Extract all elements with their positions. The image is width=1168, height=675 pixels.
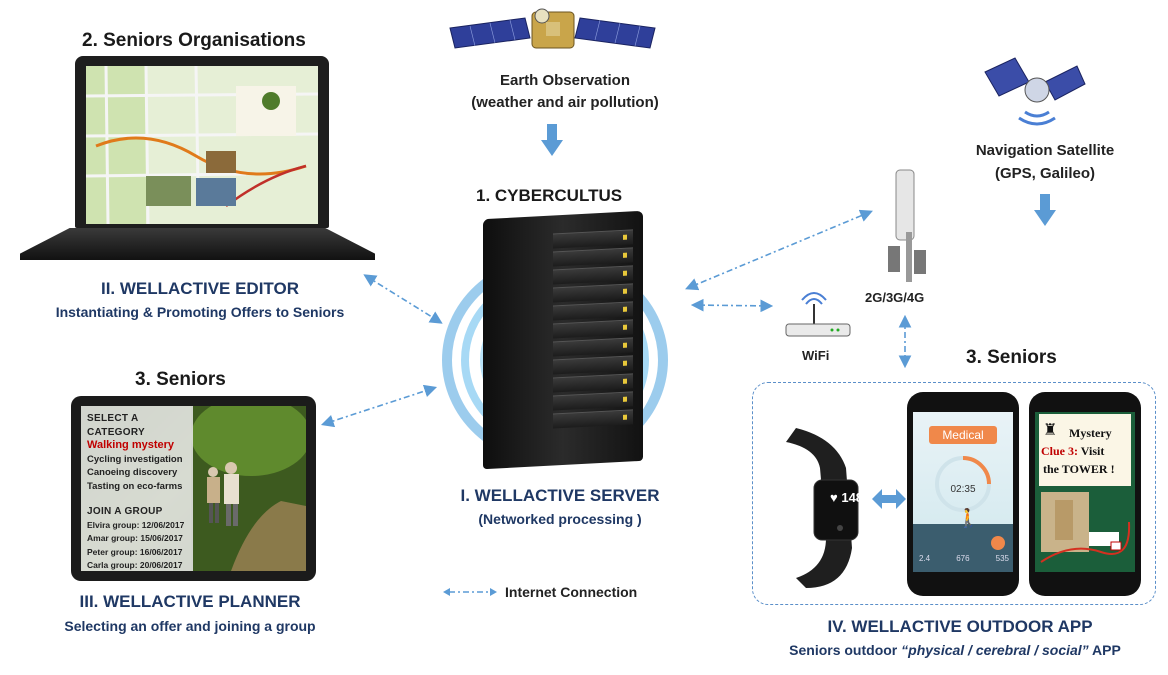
clue-line2: the TOWER ! xyxy=(1043,462,1115,476)
server-title: I. WELLACTIVE SERVER xyxy=(460,486,660,505)
clue-label: Clue 3: xyxy=(1041,444,1078,458)
planner-title: III. WELLACTIVE PLANNER xyxy=(79,592,301,611)
earth-observation-label: Earth Observation xyxy=(499,72,631,89)
group-header: JOIN A GROUP xyxy=(87,506,163,517)
bidirectional-arrow-icon xyxy=(872,489,906,509)
category-item-canoeing[interactable]: Canoeing discovery xyxy=(87,467,178,478)
navigation-satellite-icon xyxy=(984,54,1086,126)
walker-icon: 🚶 xyxy=(957,508,980,528)
phone-mystery-screen: ♜ Mystery Clue 3: Visit the TOWER ! xyxy=(1035,412,1135,572)
group-item-carla[interactable]: Carla group: 20/06/2017 xyxy=(87,560,183,570)
mystery-title: Mystery xyxy=(1069,426,1112,440)
band-heart-rate: ♥ 148 xyxy=(830,490,863,505)
editor-subtitle: Instantiating & Promoting Offers to Seni… xyxy=(55,304,345,320)
stat-distance: 2.4 xyxy=(919,554,931,563)
clue-line1: Clue 3: Visit xyxy=(1041,444,1104,459)
tower-icon: ♜ xyxy=(1043,422,1058,439)
timer-ring xyxy=(935,456,991,512)
outdoor-app-group xyxy=(752,382,1156,605)
server-subtitle: (Networked processing ) xyxy=(478,511,642,527)
wifi-router-icon xyxy=(782,290,854,342)
group-item-amar[interactable]: Amar group: 15/06/2017 xyxy=(87,533,183,543)
band-heart-rate-value: 148 xyxy=(841,490,864,505)
stat-steps: 676 xyxy=(956,554,970,563)
subtitle-italic: “physical / cerebral / social” xyxy=(901,642,1089,658)
cybercultus-heading: 1. CYBERCULTUS xyxy=(476,186,623,205)
legend-internet-connection: Internet Connection xyxy=(505,584,638,600)
category-item-walking[interactable]: Walking mystery xyxy=(87,439,175,451)
activity-stats: 2.4 676 535 xyxy=(919,554,1009,563)
category-header: SELECT A CATEGORY xyxy=(87,413,145,438)
laptop-keyboard xyxy=(20,228,375,260)
subtitle-prefix: Seniors outdoor xyxy=(789,642,902,658)
timer-value: 02:35 xyxy=(950,484,976,495)
clue-card xyxy=(1039,414,1131,486)
heart-icon: ♥ xyxy=(830,490,838,505)
legend-dashed-arrow-icon xyxy=(443,588,497,596)
earth-observation-satellite-icon xyxy=(449,6,660,58)
earth-observation-sublabel: (weather and air pollution) xyxy=(471,94,659,111)
seniors-left-heading: 3. Seniors xyxy=(135,369,226,390)
smart-band-icon xyxy=(766,428,866,590)
seniors-right-heading: 3. Seniors xyxy=(966,347,1057,368)
planner-subtitle: Selecting an offer and joining a group xyxy=(64,618,316,634)
editor-map-screen xyxy=(86,66,318,224)
mode-badge[interactable]: Medical xyxy=(929,426,997,444)
category-item-cycling[interactable]: Cycling investigation xyxy=(87,453,183,465)
phone-medical-screen: Medical 02:35 🚶 2.4 676 535 xyxy=(913,412,1013,572)
down-arrow-icon xyxy=(1034,194,1056,226)
clue-text: Visit xyxy=(1078,444,1105,458)
cellular-label: 2G/3G/4G xyxy=(865,290,925,305)
category-item-tasting[interactable]: Tasting on eco-farms xyxy=(87,480,183,492)
navigation-satellite-sublabel: (GPS, Galileo) xyxy=(994,165,1096,182)
down-arrow-icon xyxy=(541,124,563,156)
outdoor-app-title: IV. WELLACTIVE OUTDOOR APP xyxy=(827,617,1093,636)
cell-tower-icon xyxy=(886,169,930,282)
editor-title: II. WELLACTIVE EDITOR xyxy=(100,279,300,298)
navigation-satellite-label: Navigation Satellite xyxy=(975,142,1115,159)
wifi-label: WiFi xyxy=(802,348,830,363)
pause-button[interactable] xyxy=(991,536,1005,550)
mystery-map xyxy=(1040,492,1131,563)
subtitle-suffix: APP xyxy=(1088,642,1121,658)
group-item-elvira[interactable]: Elvira group: 12/06/2017 xyxy=(87,519,185,530)
seniors-organisations-heading: 2. Seniors Organisations xyxy=(82,30,306,51)
planner-menu: SELECT A CATEGORY Walking mystery Cyclin… xyxy=(81,406,193,571)
group-item-peter[interactable]: Peter group: 16/06/2017 xyxy=(87,546,183,557)
outdoor-app-subtitle: Seniors outdoor “physical / cerebral / s… xyxy=(740,642,1168,658)
stat-calories: 535 xyxy=(995,554,1009,563)
